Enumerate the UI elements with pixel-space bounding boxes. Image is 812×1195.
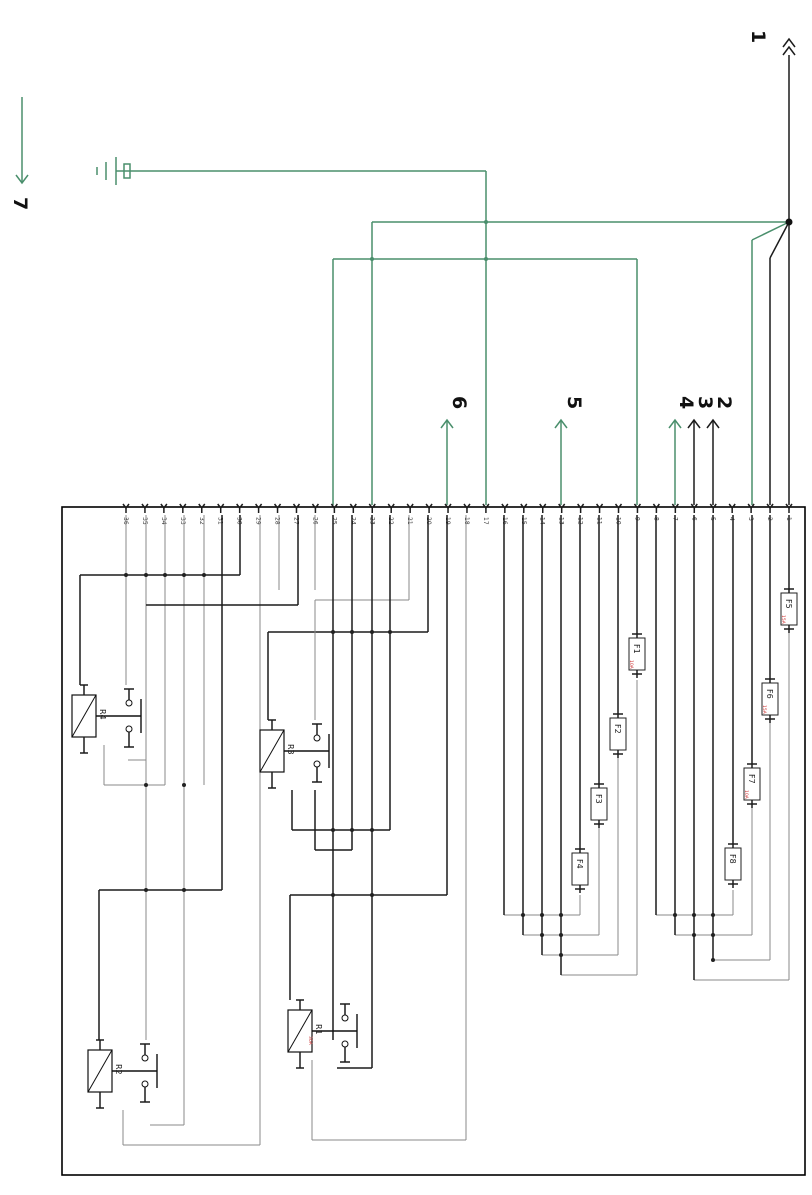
- fuse-label: F1: [632, 644, 641, 654]
- fuse-rating: 15A: [761, 705, 767, 715]
- label-6: 6: [448, 396, 470, 409]
- pin-number: 32: [198, 517, 205, 525]
- connector-pin: 32: [198, 503, 206, 525]
- fuse: F3: [590, 780, 608, 828]
- fuse: F1 10A: [628, 630, 646, 678]
- fuse: F7 10A: [743, 760, 761, 808]
- relay-label: R2: [114, 1064, 123, 1075]
- fuse-label: F6: [765, 689, 774, 699]
- fuse-label: F4: [575, 859, 584, 869]
- relay-label: R4: [98, 709, 107, 720]
- fuse: F8: [724, 840, 742, 888]
- pin-number: 4: [728, 517, 735, 521]
- label-5: 5: [563, 396, 585, 409]
- fuse-rating: 10A: [628, 660, 634, 670]
- label-3: 3: [694, 396, 716, 409]
- pin-number: 25: [330, 517, 337, 525]
- fuse-label: F8: [728, 854, 737, 864]
- pin-number: 3: [747, 517, 754, 521]
- connector-pin: 33: [179, 503, 187, 525]
- connector-pin: 34: [160, 503, 168, 525]
- relay: R2: [87, 1039, 158, 1109]
- connector-pin: 28: [274, 503, 282, 525]
- relay: R4: [71, 684, 142, 754]
- connector-pin: 4: [728, 503, 736, 521]
- fuse-label: F5: [784, 599, 793, 609]
- fuse-rating: 15A: [780, 615, 786, 625]
- connector-pin: 24: [349, 503, 357, 525]
- pin-number: 35: [141, 517, 148, 525]
- internal-wiring: [79, 515, 790, 1146]
- relay-label: R1: [314, 1024, 323, 1035]
- relay: R3: [259, 719, 330, 789]
- connector-pin-row: 1234567891011121314151617181920212223242…: [122, 503, 793, 525]
- label-7: 7: [9, 197, 31, 210]
- connector-pin: 21: [406, 503, 414, 525]
- connector-pin: 17: [482, 503, 490, 525]
- fuse: F6 15A: [761, 675, 779, 723]
- pin-number: 21: [406, 517, 413, 525]
- external-green-wiring: [96, 55, 793, 505]
- pin-number: 30: [236, 517, 243, 525]
- fuse: F4: [571, 845, 589, 893]
- pin-number: 24: [349, 517, 356, 525]
- relay-rating: 30A: [307, 1036, 313, 1046]
- pin-number: 28: [274, 517, 281, 525]
- relay-label: R3: [286, 744, 295, 755]
- pin-number: 34: [160, 517, 167, 525]
- fuse: F5 15A: [780, 585, 798, 633]
- pin-number: 33: [179, 517, 186, 525]
- pin-number: 31: [217, 517, 224, 525]
- fuse-label: F2: [613, 724, 622, 734]
- output-arrows: [15, 37, 796, 505]
- label-2: 2: [713, 396, 735, 409]
- connector-pin: 27: [292, 503, 301, 525]
- pin-number: 29: [255, 517, 262, 525]
- fuse-label: F7: [747, 774, 756, 784]
- fuse-relay-box: [61, 506, 806, 1176]
- connector-pin: 3: [747, 503, 755, 521]
- pin-number: 27: [292, 517, 299, 525]
- connector-pin: 35: [141, 503, 149, 525]
- pin-number: 17: [482, 517, 489, 525]
- connector-pin: 25: [330, 503, 338, 525]
- connector-pin: 29: [255, 503, 263, 525]
- connector-pin: 30: [236, 503, 244, 525]
- fuse: F2: [609, 710, 627, 758]
- fuse-label: F3: [594, 794, 603, 804]
- label-4: 4: [675, 396, 697, 409]
- label-1: 1: [747, 30, 769, 43]
- fuse-rating: 10A: [743, 790, 749, 800]
- connector-pin: 31: [217, 503, 225, 525]
